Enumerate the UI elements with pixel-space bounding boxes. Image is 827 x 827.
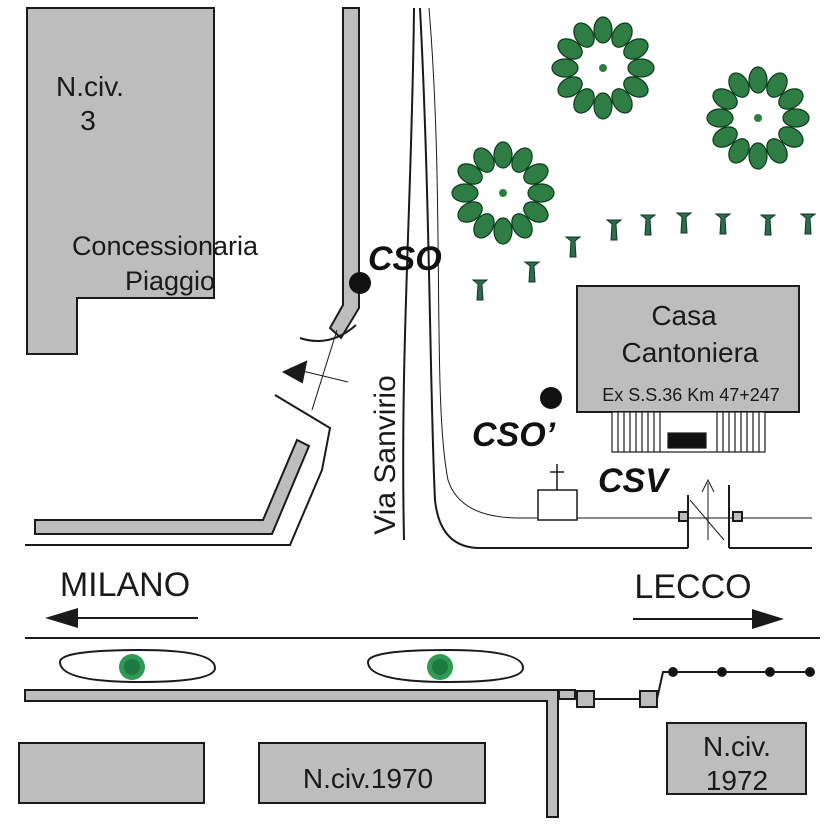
- shrine-cross-icon: [537, 464, 578, 521]
- point-label-cso-prime: CSO’: [472, 416, 556, 454]
- gate-lines-left: [25, 324, 357, 546]
- road-via-sanvirio: [402, 7, 812, 549]
- civic-number-label: N.civ.: [56, 71, 124, 102]
- building-lower-left: [18, 742, 205, 804]
- porch-steps: [611, 411, 766, 453]
- traffic-island: [58, 648, 217, 684]
- point-cso: CSO: [349, 240, 442, 294]
- arrow-left-icon: [45, 608, 78, 628]
- direction-milano: MILANO: [45, 566, 198, 628]
- point-cso-prime: CSO’: [472, 387, 562, 454]
- building-name-line2: Piaggio: [125, 266, 215, 296]
- street-name-label: Via Sanvirio: [369, 375, 402, 535]
- building-piaggio: N.civ. 3 Concessionaria Piaggio: [26, 7, 259, 355]
- building-civ-1970: N.civ.1970: [258, 742, 486, 804]
- civic-number-value: 3: [80, 105, 96, 136]
- building-civ-1972: N.civ. 1972: [666, 722, 807, 796]
- traffic-island: [366, 648, 525, 684]
- tree-canopy: [706, 66, 810, 170]
- civic-number-value: 1972: [706, 765, 768, 796]
- boundary-wall-left: [34, 7, 360, 535]
- direction-label-lecco: LECCO: [634, 568, 751, 606]
- direction-lecco: LECCO: [633, 568, 784, 629]
- hedge-row: [471, 212, 817, 301]
- building-name-line1: Concessionaria: [72, 231, 259, 261]
- tree-canopy: [551, 16, 655, 120]
- building-casa-cantoniera: Casa Cantoniera Ex S.S.36 Km 47+247: [576, 285, 800, 413]
- fence-line: [594, 667, 815, 700]
- tree-canopy: [451, 141, 555, 245]
- civic-number-label: N.civ.1970: [303, 763, 433, 794]
- point-label-csv: CSV: [598, 462, 671, 500]
- direction-label-milano: MILANO: [60, 566, 190, 604]
- gate-posts-right: [678, 478, 812, 549]
- arrow-right-icon: [752, 609, 784, 629]
- civic-number-label: N.civ.: [703, 731, 771, 762]
- building-address: Ex S.S.36 Km 47+247: [602, 385, 780, 405]
- building-name-line2: Cantoniera: [622, 337, 759, 368]
- building-name-line1: Casa: [651, 300, 717, 331]
- point-label-cso: CSO: [368, 240, 442, 278]
